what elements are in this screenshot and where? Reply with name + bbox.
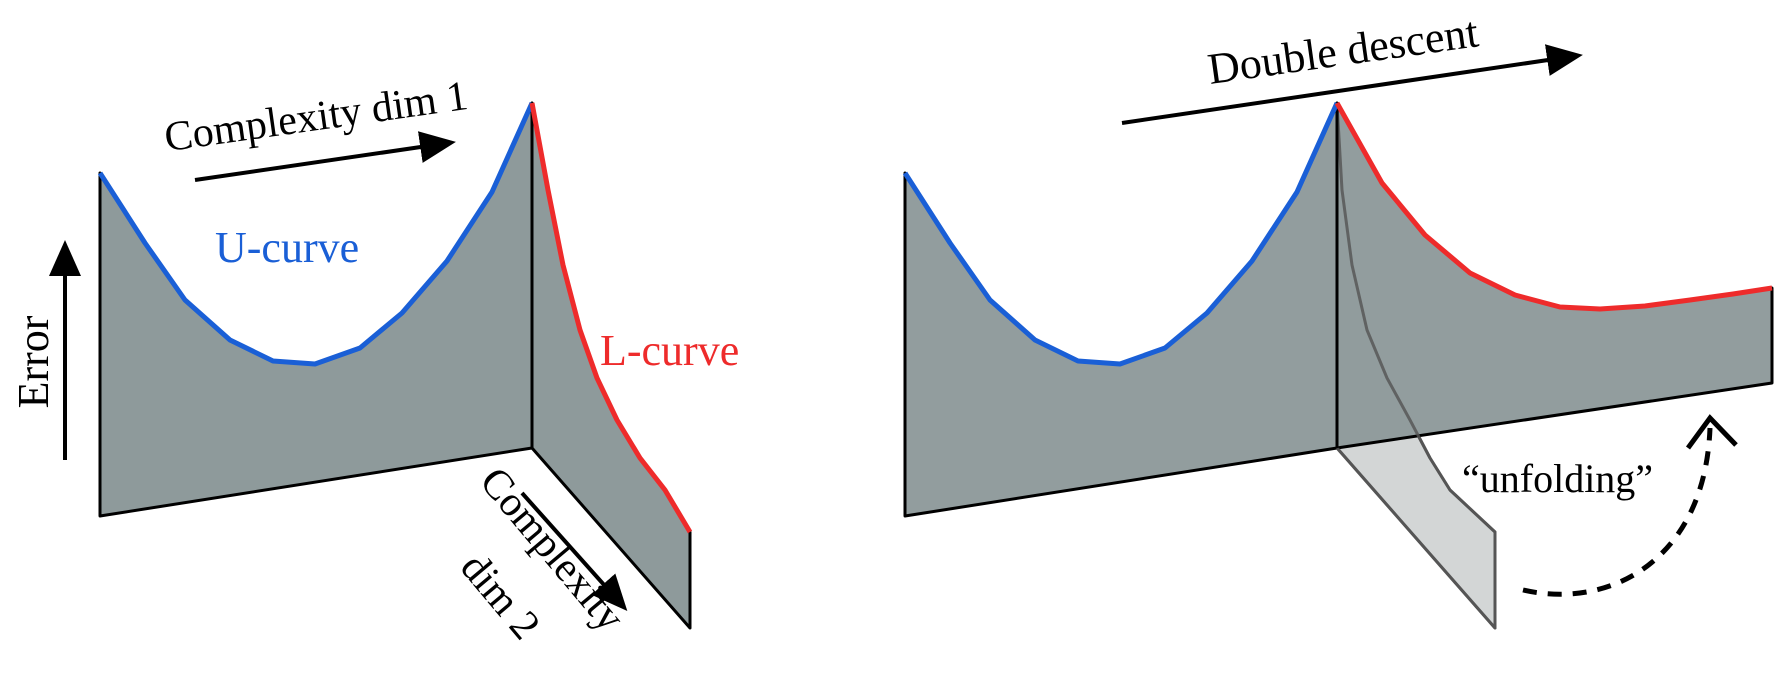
ghost-curve-edge — [1335, 102, 1497, 630]
double-descent-label: Double descent — [1205, 7, 1482, 93]
complexity-dim2-arrow — [520, 491, 628, 611]
u-curve-surface — [98, 101, 534, 518]
complexity-dim1-arrow — [194, 131, 456, 182]
double-descent-l-line — [1334, 101, 1773, 312]
error-label: Error — [9, 315, 58, 408]
right-panel: Double descent “unfolding” — [902, 7, 1774, 630]
l-curve-label: L-curve — [600, 326, 739, 375]
l-curve-line — [529, 102, 693, 534]
left-panel: Error Complexity dim 1 Complexity dim 2 … — [9, 73, 739, 648]
double-descent-arrow — [1121, 44, 1583, 125]
u-curve-line — [97, 101, 535, 367]
unfolding-arrowhead — [1685, 414, 1738, 450]
u-curve-label: U-curve — [215, 223, 359, 272]
double-descent-u-line — [902, 101, 1340, 367]
unfolding-label: “unfolding” — [1462, 456, 1653, 501]
unfolding-dashed-arrow — [1522, 427, 1713, 597]
